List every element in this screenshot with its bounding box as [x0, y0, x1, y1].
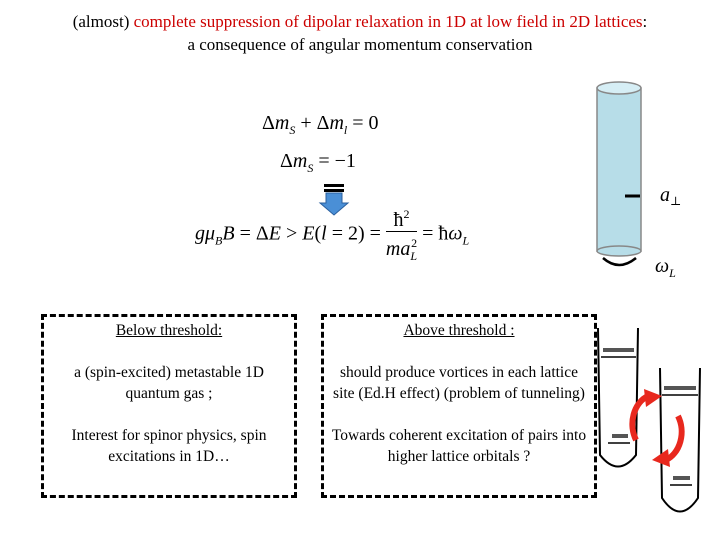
below-threshold-text-2: Interest for spinor physics, spin excita… — [71, 427, 267, 465]
label-omega-l: ωL — [655, 255, 676, 280]
above-threshold-heading: Above threshold : — [403, 322, 515, 339]
cylinder-icon — [596, 81, 642, 267]
equation-2: ΔmS = −1 — [280, 150, 356, 175]
title-colon: : — [642, 12, 648, 31]
above-threshold-text-1: should produce vortices in each lattice … — [333, 364, 585, 402]
below-threshold-heading: Below threshold: — [115, 322, 223, 339]
above-threshold-box — [321, 314, 597, 498]
slide-title: (almost) complete suppression of dipolar… — [0, 10, 720, 56]
down-arrow-icon — [318, 184, 350, 216]
above-threshold-text-2: Towards coherent excitation of pairs int… — [331, 427, 587, 465]
below-threshold-box — [41, 314, 297, 498]
lattice-wells-icon — [597, 327, 701, 513]
equation-1: ΔmS + Δml = 0 — [262, 112, 379, 137]
title-prefix: (almost) — [72, 12, 134, 31]
title-line-1: (almost) complete suppression of dipolar… — [0, 10, 720, 33]
title-line-2: a consequence of angular momentum conser… — [187, 35, 533, 54]
title-highlight: complete suppression of dipolar relaxati… — [133, 12, 643, 31]
equation-3: gμBB = ΔE > E(l = 2) = ħ2 maL2 = ħωL — [195, 203, 469, 267]
above-threshold-column: Above threshold : should produce vortice… — [330, 320, 588, 467]
label-a-perp: a⊥ — [660, 184, 682, 208]
below-threshold-column: Below threshold: a (spin-excited) metast… — [48, 320, 290, 467]
fraction: ħ2 maL2 — [385, 203, 418, 267]
below-threshold-text-1: a (spin-excited) metastable 1D quantum g… — [74, 364, 264, 402]
circular-arrow-icon — [629, 389, 685, 467]
